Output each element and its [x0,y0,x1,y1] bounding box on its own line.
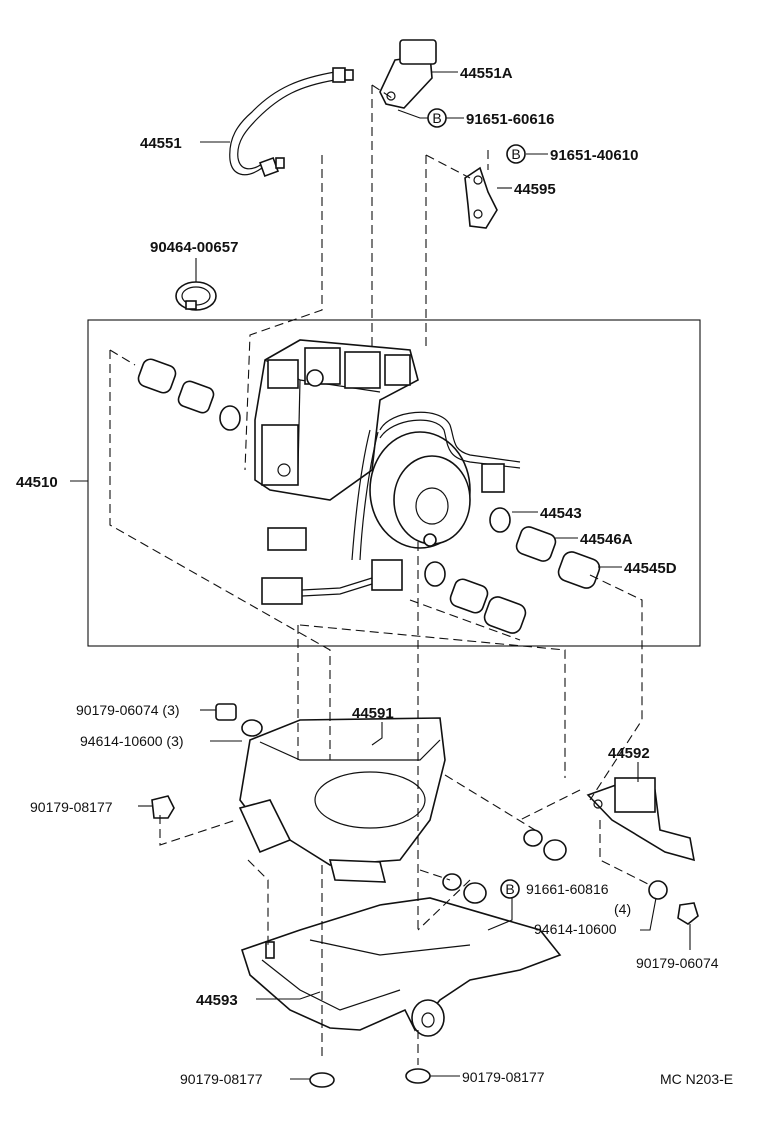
circled-b-symbol-1: B [427,108,447,128]
label-44551: 44551 [140,135,182,152]
label-91651-60616: 91651-60616 [466,111,554,128]
bracket-44595 [464,166,498,229]
bracket-44551A [379,39,437,109]
bracket-44591 [238,717,446,883]
label-44543: 44543 [540,505,582,522]
actuator-44510 [254,339,521,605]
label-94614-10600-3: 94614-10600 (3) [80,733,184,749]
svg-text:B: B [511,146,520,162]
svg-text:B: B [432,110,441,126]
label-90179-08177-right: 90179-08177 [462,1069,545,1085]
diagram-code: MC N203-E [660,1071,733,1087]
circled-b-symbol-3: B [500,879,520,899]
label-90464-00657: 90464-00657 [150,239,238,256]
label-90179-08177-left: 90179-08177 [180,1071,263,1087]
label-91651-40610: 91651-40610 [550,147,638,164]
clamp-90464-00657 [175,281,217,311]
label-44546A: 44546A [580,531,633,548]
label-91661-60816: 91661-60816 [526,881,609,897]
label-44591: 44591 [352,705,394,722]
bracket-44592 [586,777,696,862]
svg-text:B: B [505,881,514,897]
alignment-lines [109,84,651,1065]
label-90179-06074-3: 90179-06074 (3) [76,702,180,718]
label-44593: 44593 [196,992,238,1009]
label-44545D: 44545D [624,560,677,577]
actuator-assembly-frame [87,319,701,647]
leader-lines [70,71,691,1080]
label-90179-08177-top: 90179-08177 [30,799,113,815]
circled-b-symbol-2: B [506,144,526,164]
solenoid-parts-left [137,358,241,431]
label-44551A: 44551A [460,65,513,82]
solenoid-parts-right [424,507,601,634]
fasteners [151,703,699,1088]
label-44510: 44510 [16,474,58,491]
label-qty-4: (4) [614,901,631,917]
brake-tube-44551 [229,67,354,177]
part-labels: 44551A 91651-60616 44551 91651-40610 445… [16,65,733,1087]
label-94614-10600: 94614-10600 [534,921,617,937]
label-90179-06074: 90179-06074 [636,955,719,971]
label-44595: 44595 [514,181,556,198]
label-44592: 44592 [608,745,650,762]
